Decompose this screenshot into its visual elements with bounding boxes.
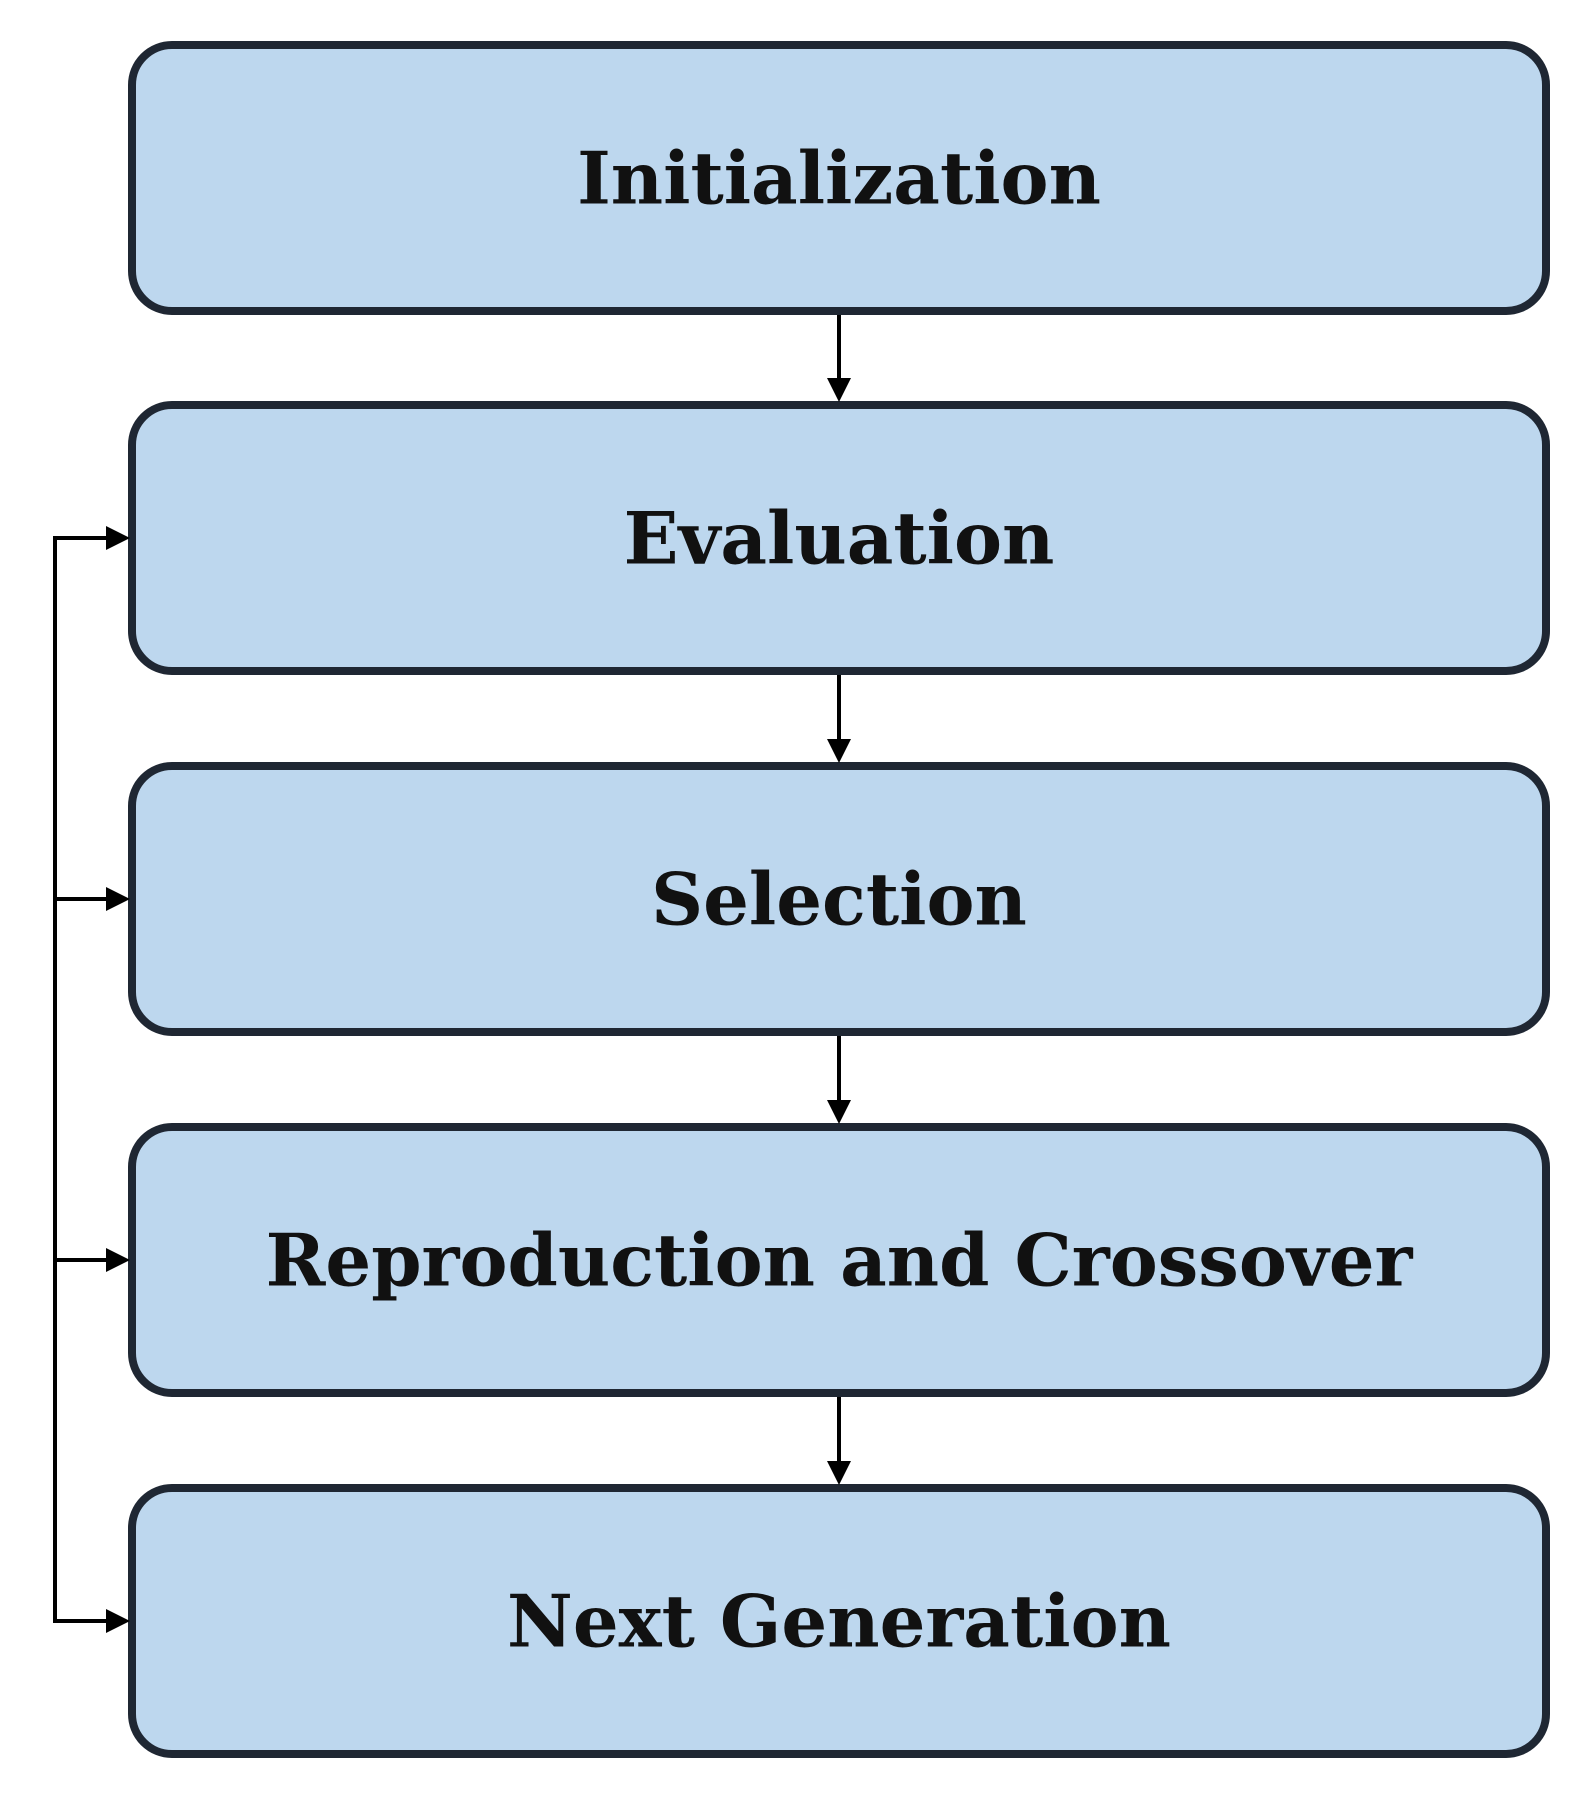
arrow-reproduction-to-next-generation [827, 1397, 851, 1485]
feedback-arrow-to-evaluation [53, 526, 130, 550]
feedback-arrow-to-selection [53, 887, 130, 911]
step-box [128, 401, 1550, 675]
arrow-selection-to-reproduction [827, 1036, 851, 1124]
feedback-arrow-to-next-generation [53, 1609, 130, 1633]
step-box [128, 41, 1550, 315]
step-label: Reproduction and Crossover [266, 1218, 1414, 1303]
step-box [128, 1484, 1550, 1758]
feedback-loop [53, 526, 130, 1633]
step-initialization: Initialization [128, 41, 1550, 315]
step-next-generation: Next Generation [128, 1484, 1550, 1758]
step-selection: Selection [128, 762, 1550, 1036]
step-label: Evaluation [624, 496, 1055, 581]
step-label: Selection [651, 857, 1027, 942]
step-label: Initialization [577, 136, 1101, 221]
step-box [128, 1123, 1550, 1397]
step-evaluation: Evaluation [128, 401, 1550, 675]
feedback-arrow-to-reproduction [53, 1248, 130, 1272]
arrow-initialization-to-evaluation [827, 315, 851, 402]
step-label: Next Generation [507, 1579, 1171, 1664]
step-box [128, 762, 1550, 1036]
step-reproduction-and-crossover: Reproduction and Crossover [128, 1123, 1550, 1397]
arrow-evaluation-to-selection [827, 675, 851, 763]
